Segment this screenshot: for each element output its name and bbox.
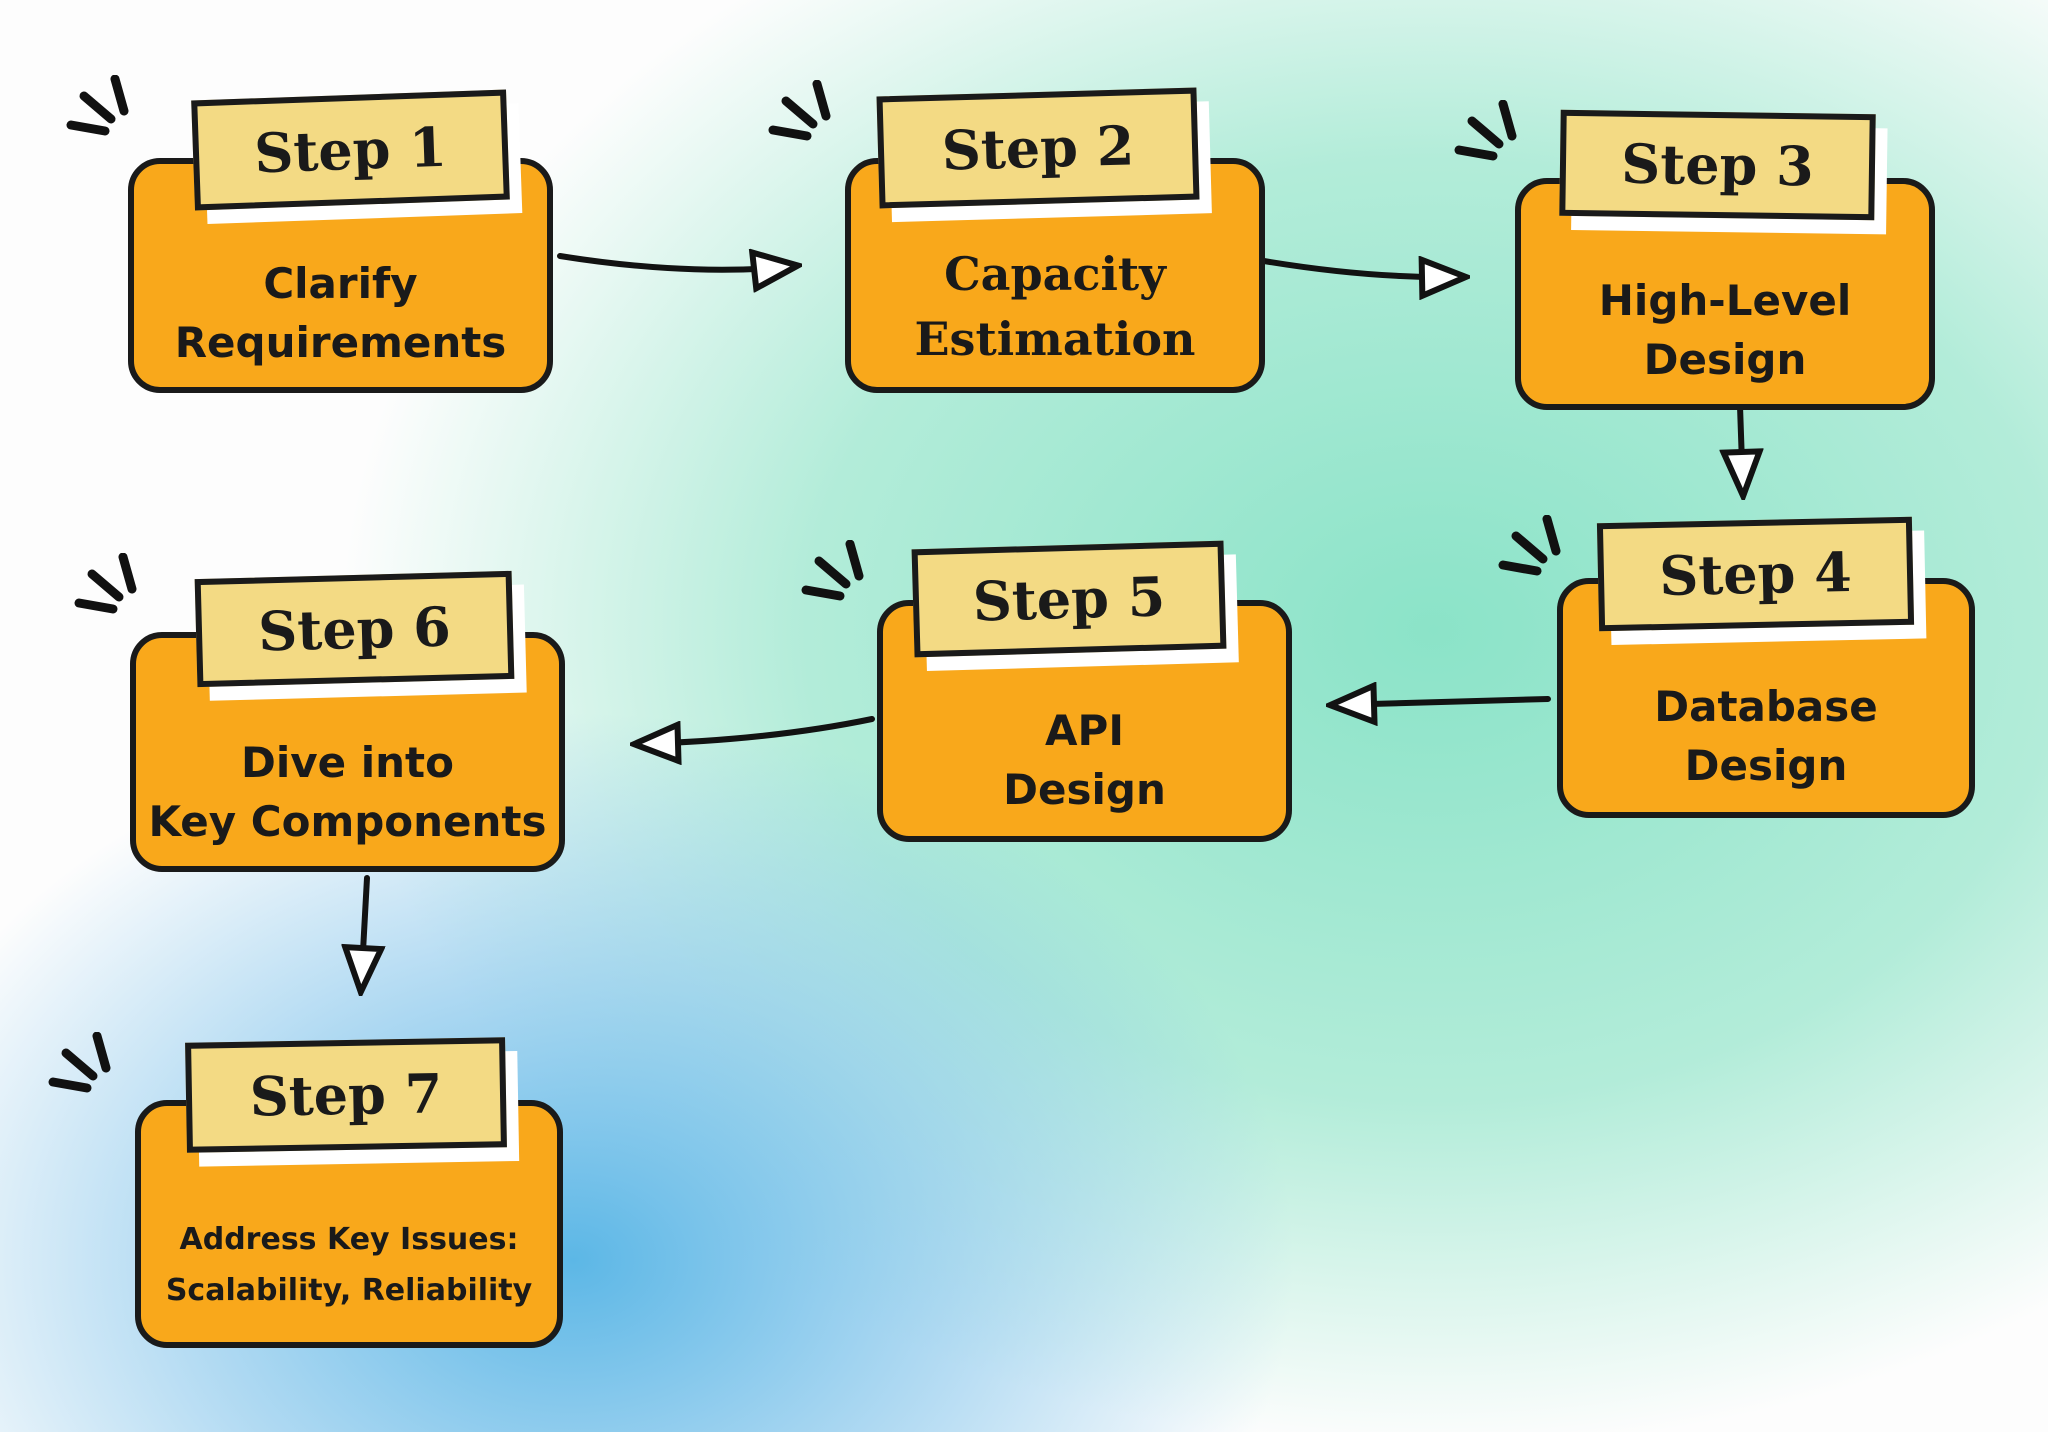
step-3-title-line1: High-Level bbox=[1598, 276, 1852, 326]
step-4-label: Step 4 bbox=[1596, 516, 1915, 632]
sparkle-icon bbox=[801, 540, 864, 601]
step-3-title-line2: Design bbox=[1643, 335, 1807, 385]
arrow-step5-to-step6 bbox=[638, 716, 875, 744]
step-6-title-line2: Key Components bbox=[148, 797, 547, 847]
step-7-label: Step 7 bbox=[185, 1037, 507, 1153]
step-4-title-line2: Design bbox=[1684, 741, 1848, 791]
step-1-title-line2: Requirements bbox=[174, 318, 507, 368]
sparkle-icon bbox=[768, 80, 831, 141]
step-3-label: Step 3 bbox=[1559, 109, 1876, 221]
sparkle-icon bbox=[66, 75, 129, 136]
arrow-step6-to-step7 bbox=[361, 875, 367, 988]
arrow-step2-to-step3 bbox=[1255, 260, 1462, 277]
sparkle-icon bbox=[1498, 515, 1561, 576]
step-6-label: Step 6 bbox=[194, 570, 515, 688]
sparkle-icon bbox=[48, 1032, 111, 1093]
step-1-title-line1: Clarify bbox=[263, 259, 418, 309]
step-7-title-line2: Scalability, Reliability bbox=[165, 1273, 533, 1308]
step-2-title-line2: Estimation bbox=[914, 311, 1196, 366]
step-6-title-line1: Dive into bbox=[241, 738, 454, 788]
step-2-label: Step 2 bbox=[876, 87, 1200, 209]
step-5-title-line1: API bbox=[1045, 706, 1124, 756]
arrow-step4-to-step5 bbox=[1334, 699, 1551, 705]
arrow-step3-to-step4 bbox=[1740, 403, 1743, 492]
arrow-step1-to-step2 bbox=[557, 256, 794, 270]
sparkle-icon bbox=[1454, 100, 1517, 161]
step-5-label: Step 5 bbox=[911, 540, 1227, 658]
sparkle-icon bbox=[74, 553, 137, 614]
step-2-title-line1: Capacity bbox=[944, 247, 1166, 302]
step-5-title-line2: Design bbox=[1003, 765, 1166, 815]
step-7-title-line1: Address Key Issues: bbox=[179, 1222, 519, 1257]
step-4-title-line1: Database bbox=[1654, 682, 1878, 732]
step-1-label: Step 1 bbox=[191, 89, 510, 211]
